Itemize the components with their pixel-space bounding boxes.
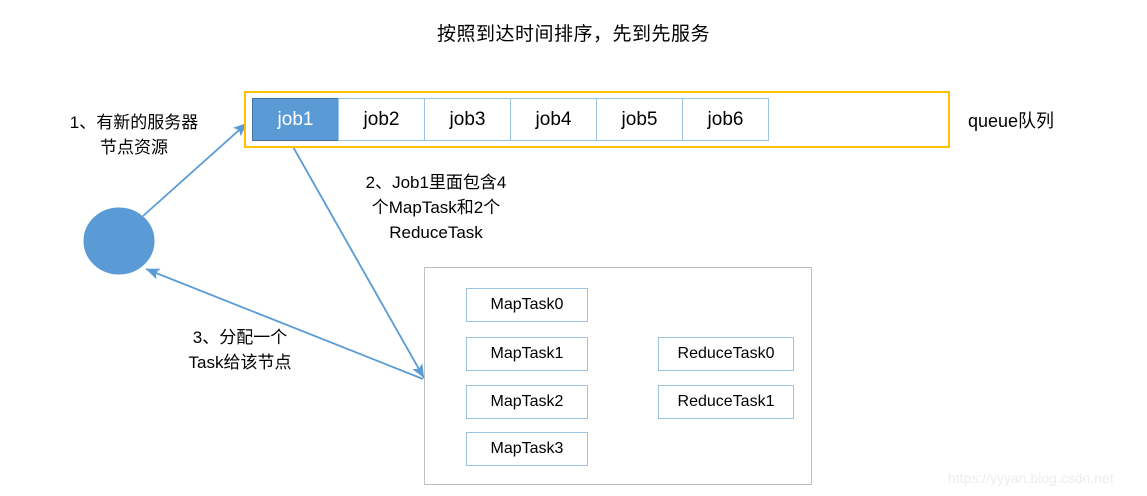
queue-job-6[interactable]: job6 <box>682 98 769 141</box>
note-new-server-resource: 1、有新的服务器 节点资源 <box>69 113 199 157</box>
queue-job-2[interactable]: job2 <box>338 98 425 141</box>
reduce-task-1[interactable]: ReduceTask1 <box>658 385 794 419</box>
server-node-circle <box>83 207 155 275</box>
map-task-3[interactable]: MapTask3 <box>466 432 588 466</box>
map-task-1[interactable]: MapTask1 <box>466 337 588 371</box>
queue-job-4[interactable]: job4 <box>510 98 597 141</box>
queue-label: queue队列 <box>968 111 1055 131</box>
map-task-2[interactable]: MapTask2 <box>466 385 588 419</box>
queue-job-list: job1 job2 job3 job4 job5 job6 <box>252 98 769 141</box>
page-title: 按照到达时间排序，先到先服务 <box>436 24 710 45</box>
note-job1-composition: 2、Job1里面包含4 个MapTask和2个 ReduceTask <box>365 173 507 242</box>
note-assign-task: 3、分配一个 Task给该节点 <box>188 328 292 372</box>
queue-job-1[interactable]: job1 <box>252 98 339 141</box>
map-task-0[interactable]: MapTask0 <box>466 288 588 322</box>
watermark: https://yyyan.blog.csdn.net <box>948 470 1114 486</box>
reduce-task-0[interactable]: ReduceTask0 <box>658 337 794 371</box>
queue-job-5[interactable]: job5 <box>596 98 683 141</box>
queue-job-3[interactable]: job3 <box>424 98 511 141</box>
